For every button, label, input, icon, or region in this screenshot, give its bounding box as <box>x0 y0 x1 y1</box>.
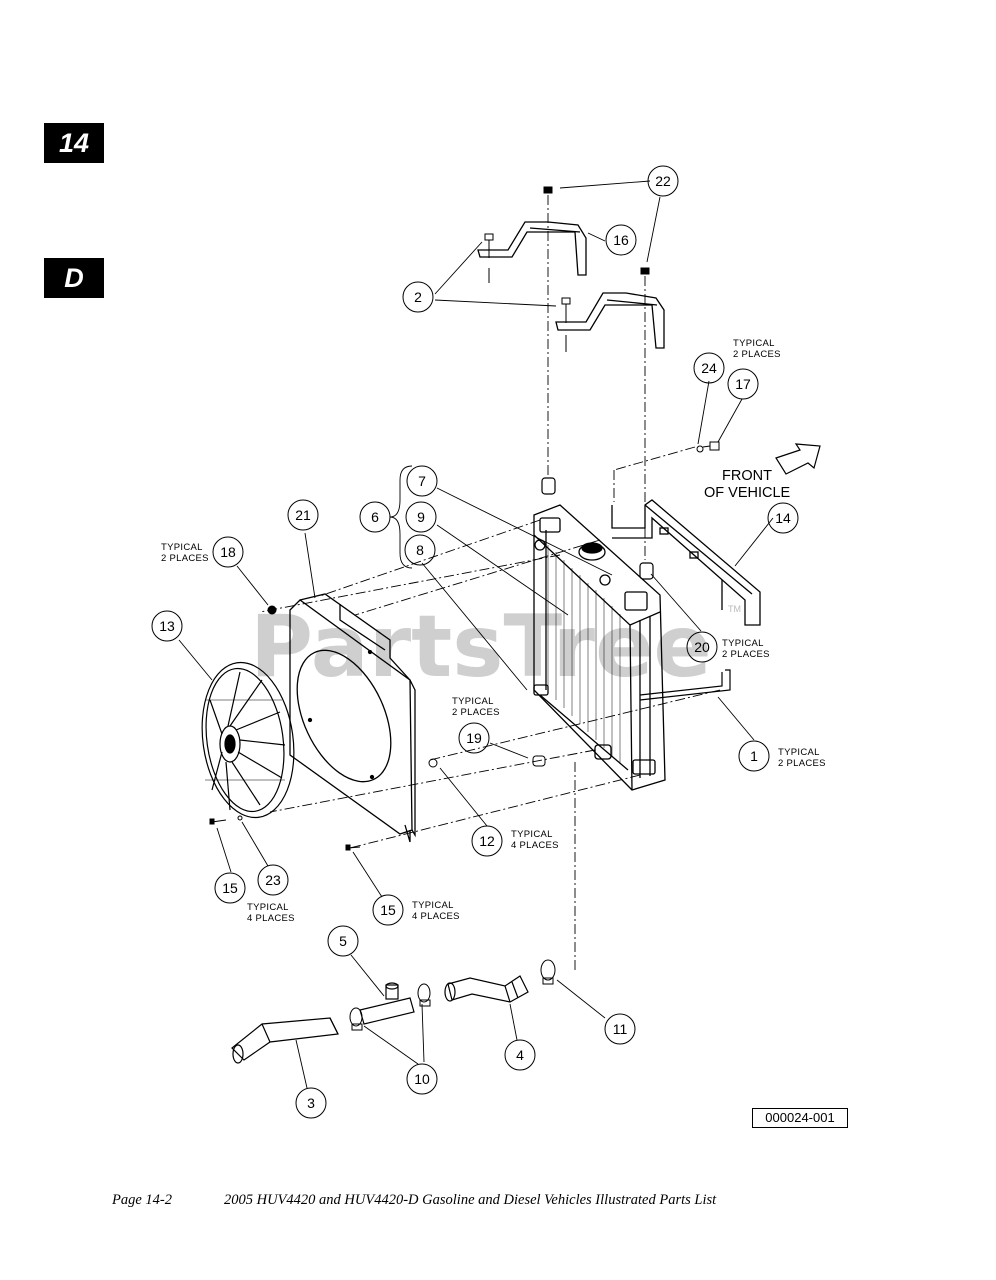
note-15b: 4 PLACES <box>412 911 460 922</box>
svg-text:19: 19 <box>466 730 482 746</box>
callout-23: 23 <box>257 864 289 896</box>
svg-text:9: 9 <box>417 509 425 525</box>
note-19: 2 PLACES <box>452 707 500 718</box>
callout-17: 17 <box>727 368 759 400</box>
lower-hose <box>231 1017 339 1064</box>
note-18: 2 PLACES <box>161 553 209 564</box>
watermark-tm: TM <box>728 604 741 614</box>
callout-6: 6 <box>359 501 391 533</box>
svg-text:10: 10 <box>414 1071 430 1087</box>
note-1: TYPICAL <box>778 747 820 758</box>
front-label: OF VEHICLE <box>704 485 791 501</box>
fan-shroud <box>289 593 416 843</box>
note-20: TYPICAL <box>722 638 764 649</box>
upper-hose <box>444 975 529 1003</box>
footer-page-number: Page 14-2 <box>112 1192 172 1208</box>
front-label: FRONT <box>722 468 772 484</box>
footer-title: 2005 HUV4420 and HUV4420-D Gasoline and … <box>224 1192 717 1208</box>
note-15a: 4 PLACES <box>247 913 295 924</box>
nut-icon <box>543 186 650 275</box>
svg-text:13: 13 <box>159 618 175 634</box>
callout-12: 12 <box>471 825 503 857</box>
screw-icon <box>209 815 361 851</box>
section-tab: 14 <box>44 123 104 163</box>
grommet-icon <box>267 605 438 768</box>
note-15a: TYPICAL <box>247 902 289 913</box>
note-15b: TYPICAL <box>412 900 454 911</box>
overflow-hose <box>639 669 731 701</box>
callout-21: 21 <box>287 499 319 531</box>
svg-text:20: 20 <box>694 639 710 655</box>
note-20: 2 PLACES <box>722 649 770 660</box>
callout-15b: 15 <box>372 894 404 926</box>
callout-16: 16 <box>605 224 637 256</box>
svg-text:5: 5 <box>339 933 347 949</box>
svg-text:24: 24 <box>701 360 717 376</box>
callout-4: 4 <box>504 1039 536 1071</box>
svg-text:3: 3 <box>307 1095 315 1111</box>
callout-24: 24 <box>693 352 725 384</box>
washer-bolt-icon <box>696 441 720 453</box>
cooling-fan <box>201 661 295 819</box>
svg-text:16: 16 <box>613 232 629 248</box>
svg-text:7: 7 <box>418 473 426 489</box>
note-12: TYPICAL <box>511 829 553 840</box>
callout-15a: 15 <box>214 872 246 904</box>
callout-19: 19 <box>458 722 490 754</box>
svg-text:12: 12 <box>479 833 495 849</box>
radiator-support-bracket <box>611 499 761 626</box>
callout-1: 1 <box>738 740 770 772</box>
svg-text:1: 1 <box>750 748 758 764</box>
front-arrow-icon <box>775 443 821 475</box>
callout-3: 3 <box>295 1087 327 1119</box>
svg-text:11: 11 <box>613 1021 628 1037</box>
note-12: 4 PLACES <box>511 840 559 851</box>
svg-text:4: 4 <box>516 1047 524 1063</box>
callout-13: 13 <box>151 610 183 642</box>
radiator-bracket-upper <box>477 221 587 276</box>
svg-text:22: 22 <box>655 173 671 189</box>
svg-text:15: 15 <box>380 902 396 918</box>
tee-fitting <box>359 982 415 1025</box>
callout-5: 5 <box>327 925 359 957</box>
svg-text:18: 18 <box>220 544 236 560</box>
watermark: PartsTree <box>250 597 712 697</box>
callouts: 1 2 3 4 5 6 7 8 9 10 11 12 13 14 15 15 1… <box>151 165 799 1119</box>
callout-11: 11 <box>604 1013 636 1045</box>
callout-10: 10 <box>406 1063 438 1095</box>
callout-7: 7 <box>406 465 438 497</box>
svg-text:14: 14 <box>775 510 791 526</box>
document-id: 000024-001 <box>752 1108 848 1128</box>
radiator <box>533 504 666 791</box>
svg-text:21: 21 <box>295 507 311 523</box>
note-24-17: TYPICAL <box>733 338 775 349</box>
svg-text:23: 23 <box>265 872 281 888</box>
svg-text:6: 6 <box>371 509 379 525</box>
callout-14: 14 <box>767 502 799 534</box>
svg-text:17: 17 <box>735 376 751 392</box>
note-18: TYPICAL <box>161 542 203 553</box>
isolator-icon <box>541 477 654 580</box>
svg-text:15: 15 <box>222 880 238 896</box>
radiator-bracket-lower <box>555 292 665 349</box>
leader-lines <box>178 180 774 1089</box>
bolt-icon <box>484 233 571 352</box>
note-19: TYPICAL <box>452 696 494 707</box>
callout-20: 20 <box>686 631 718 663</box>
typical-notes: TYPICAL 2 PLACES TYPICAL 2 PLACES TYPICA… <box>161 338 826 924</box>
svg-text:8: 8 <box>416 542 424 558</box>
callout-18: 18 <box>212 536 244 568</box>
drain-plug-icon <box>532 755 546 767</box>
variant-tab: D <box>44 258 104 298</box>
note-24-17: 2 PLACES <box>733 349 781 360</box>
note-1: 2 PLACES <box>778 758 826 769</box>
callout-8: 8 <box>404 534 436 566</box>
callout-2: 2 <box>402 281 434 313</box>
callout-9: 9 <box>405 501 437 533</box>
svg-text:2: 2 <box>414 289 422 305</box>
callout-22: 22 <box>647 165 679 197</box>
